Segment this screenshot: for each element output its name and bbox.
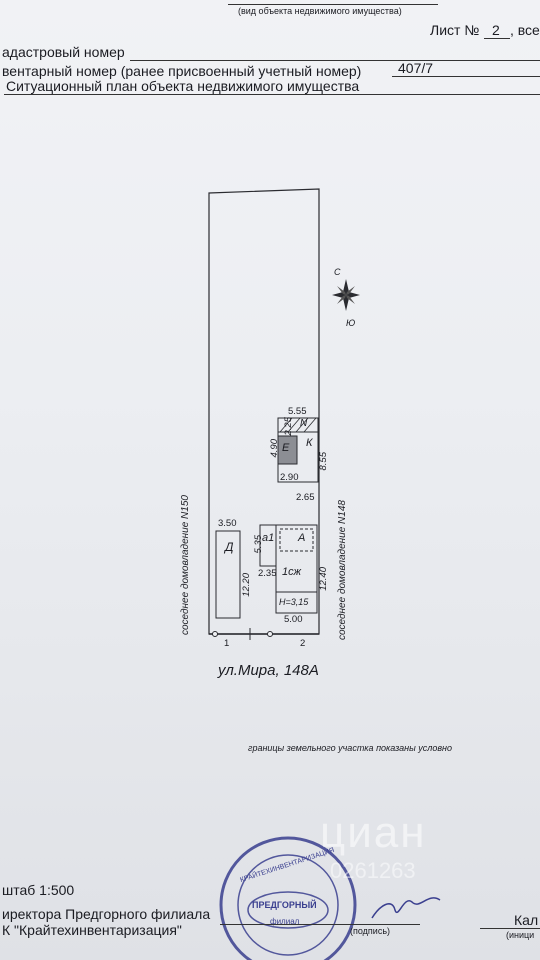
left-neighbor-label: соседнее домовладение N150 [180, 495, 191, 635]
fence-point-2-marker [267, 631, 273, 637]
initials-caption: (иници [506, 930, 535, 940]
building-e-label: Е [282, 442, 290, 454]
dim-a1-width: 5.35 [253, 535, 264, 554]
dim-k-height: 8.55 [318, 452, 329, 471]
fence-point-2: 2 [300, 638, 306, 649]
north-label: С [334, 267, 341, 277]
sheet-number: 2 [492, 22, 500, 38]
building-n-label: N [300, 418, 308, 429]
height-label: Н=3,15 [279, 597, 309, 607]
dim-e-height: 4.90 [269, 439, 280, 458]
signature-rule [220, 924, 420, 925]
building-a-dashed-area [279, 528, 314, 552]
building-a-label: А [298, 532, 306, 544]
inventory-value: 407/7 [398, 60, 434, 76]
building-d-outline [215, 530, 241, 619]
hatch-lines [279, 417, 317, 433]
compass-rose-icon [332, 279, 360, 311]
signature-caption: (подпись) [350, 926, 391, 936]
sheet-label: Лист № [430, 22, 480, 38]
fence-point-1: 1 [224, 638, 230, 649]
cadastral-rule [130, 60, 540, 61]
stamp-seal [219, 836, 357, 960]
building-e-fill [277, 435, 298, 465]
plan-title-rule [4, 94, 540, 95]
right-neighbor-label: соседнее домовладение N148 [337, 500, 348, 640]
scale-label: штаб 1:500 [2, 882, 75, 898]
org-line: К "Крайтехинвентаризация" [2, 922, 182, 938]
dim-k-bottom: 2.65 [296, 492, 315, 503]
stamp-center-bottom: филиал [270, 917, 300, 926]
signature-scribble [371, 897, 441, 919]
watermark-brand: циан [320, 808, 427, 857]
inventory-rule [392, 76, 540, 77]
dim-a-length: 12.40 [318, 567, 329, 591]
sheet-total-label: , все [510, 22, 540, 38]
inventory-label: вентарный номер (ранее присвоенный учетн… [2, 63, 362, 79]
dim-k-side-small: 2.25 [283, 417, 294, 436]
building-d-label: Д [225, 540, 234, 554]
street-label: ул.Мира, 148А [218, 662, 319, 679]
boundary-note: границы земельного участка показаны усло… [248, 743, 452, 753]
dim-e-width: 2.90 [280, 472, 299, 483]
dim-d-width: 3.50 [218, 518, 237, 529]
cadastral-label: адастровый номер [2, 44, 125, 60]
building-k-label: К [306, 437, 313, 449]
dim-a1-depth: 2.35 [258, 568, 277, 579]
watermark-phone: 0261263 [330, 858, 416, 883]
building-a1-label: а1 [262, 532, 275, 544]
floor-label: 1сж [282, 566, 302, 578]
right-name-fragment: Кал [514, 912, 539, 928]
director-line: иректора Предгорного филиала [2, 906, 211, 922]
south-label: Ю [346, 318, 356, 328]
hatched-area-outline [277, 417, 319, 433]
header-rule [228, 4, 438, 5]
building-a-outline [275, 524, 318, 614]
fence-point-1-marker [212, 631, 218, 637]
stamp-center-top: ПРЕДГОРНЫЙ [252, 900, 317, 910]
dim-a-width: 5.00 [284, 614, 303, 625]
object-type-caption: (вид объекта недвижимого имущества) [238, 6, 402, 16]
initials-rule [480, 928, 540, 929]
sheet-number-rule [484, 38, 510, 39]
dim-k-top: 5.55 [288, 406, 307, 417]
dim-d-length: 12.20 [241, 573, 252, 597]
plan-title: Ситуационный план объекта недвижимого им… [6, 78, 360, 94]
